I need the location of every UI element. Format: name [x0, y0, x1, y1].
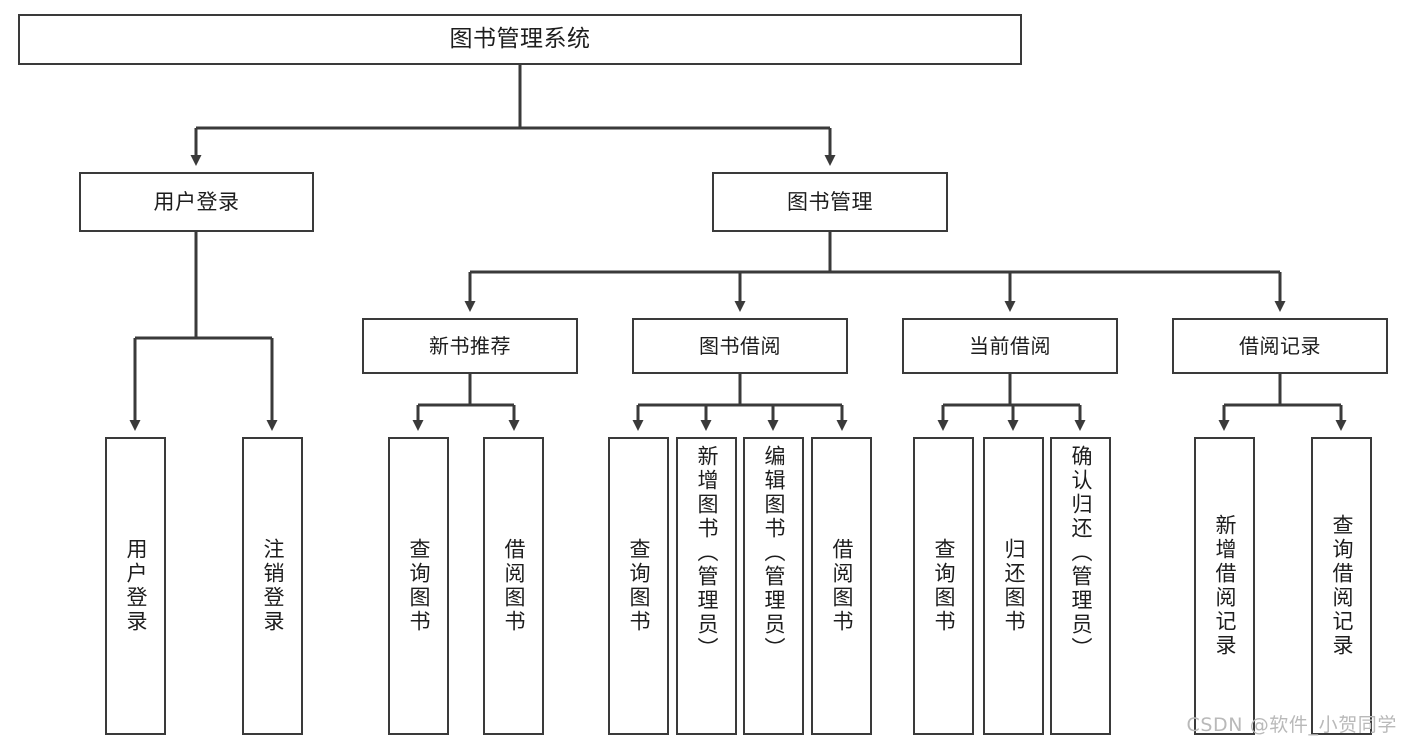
- leaf-user-login-logout[interactable]: 注销登录: [242, 437, 303, 735]
- node-root-book-management-system[interactable]: 图书管理系统: [18, 14, 1022, 65]
- node-user-login[interactable]: 用户登录: [79, 172, 314, 232]
- node-label: 借阅图书: [502, 538, 526, 634]
- leaf-borrow-record-query-record[interactable]: 查询借阅记录: [1311, 437, 1372, 735]
- leaf-book-borrow-edit-book-admin[interactable]: 编辑图书（管理员）: [743, 437, 804, 735]
- node-book-borrow[interactable]: 图书借阅: [632, 318, 848, 374]
- leaf-book-borrow-borrow-book[interactable]: 借阅图书: [811, 437, 872, 735]
- node-label: 查询图书: [627, 538, 651, 634]
- node-label: 归还图书: [1002, 538, 1026, 634]
- node-label: 查询图书: [932, 538, 956, 634]
- leaf-book-borrow-add-book-admin[interactable]: 新增图书（管理员）: [676, 437, 737, 735]
- leaf-user-login-login[interactable]: 用户登录: [105, 437, 166, 735]
- leaf-borrow-record-add-record[interactable]: 新增借阅记录: [1194, 437, 1255, 735]
- node-label: 查询借阅记录: [1330, 514, 1354, 658]
- node-label: 图书管理系统: [449, 26, 591, 53]
- node-label: 用户登录: [124, 538, 148, 634]
- node-label: 注销登录: [261, 538, 285, 634]
- node-label: 查询图书: [407, 538, 431, 634]
- leaf-book-borrow-query-book[interactable]: 查询图书: [608, 437, 669, 735]
- node-label: 确认归还（管理员）: [1069, 445, 1093, 661]
- node-label: 新增图书（管理员）: [695, 445, 719, 661]
- node-new-book-recommend[interactable]: 新书推荐: [362, 318, 578, 374]
- node-label: 新书推荐: [429, 333, 511, 358]
- node-label: 借阅记录: [1239, 333, 1321, 358]
- leaf-new-book-borrow-book[interactable]: 借阅图书: [483, 437, 544, 735]
- node-current-borrow[interactable]: 当前借阅: [902, 318, 1118, 374]
- node-label: 用户登录: [153, 189, 240, 214]
- node-label: 编辑图书（管理员）: [762, 445, 786, 661]
- leaf-new-book-query-book[interactable]: 查询图书: [388, 437, 449, 735]
- node-label: 图书借阅: [699, 333, 781, 358]
- node-label: 借阅图书: [830, 538, 854, 634]
- node-borrow-record[interactable]: 借阅记录: [1172, 318, 1388, 374]
- node-label: 图书管理: [787, 189, 873, 214]
- node-label: 新增借阅记录: [1213, 514, 1237, 658]
- leaf-current-borrow-return-book[interactable]: 归还图书: [983, 437, 1044, 735]
- node-book-management[interactable]: 图书管理: [712, 172, 948, 232]
- node-label: 当前借阅: [969, 333, 1051, 358]
- leaf-current-borrow-confirm-return-admin[interactable]: 确认归还（管理员）: [1050, 437, 1111, 735]
- leaf-current-borrow-query-book[interactable]: 查询图书: [913, 437, 974, 735]
